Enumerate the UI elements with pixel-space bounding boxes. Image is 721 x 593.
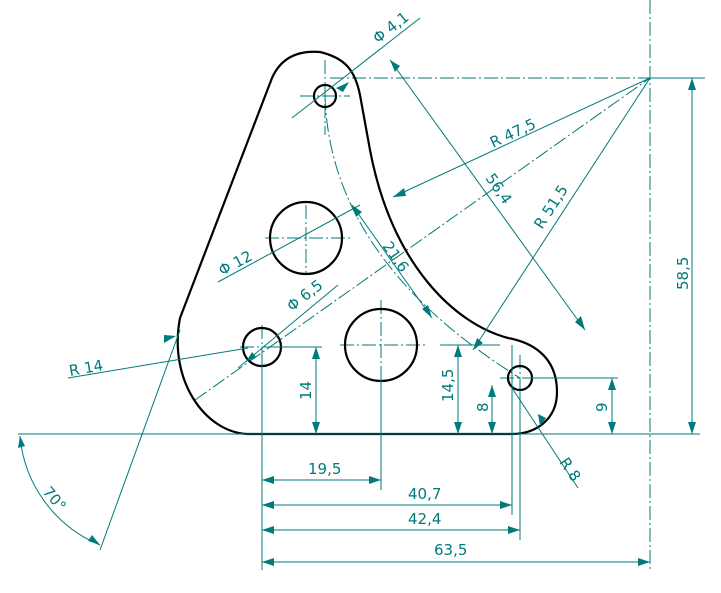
- arrow-r515: [473, 338, 483, 350]
- hole-large: [268, 200, 344, 276]
- arrow-r8: [538, 414, 546, 426]
- label-r-14: R 14: [68, 356, 105, 380]
- arrow-145-bot: [454, 422, 462, 434]
- arrow-407-l: [262, 501, 274, 509]
- arrow-195-r: [369, 476, 381, 484]
- arrow-14-top: [312, 347, 320, 359]
- leader-56-4: [389, 59, 586, 331]
- label-19-5: 19,5: [308, 460, 341, 478]
- arrow-r14: [164, 335, 176, 343]
- arrow-14-bot: [312, 422, 320, 434]
- arrow-635-r: [638, 558, 650, 566]
- arrow-145-top: [454, 345, 462, 357]
- leader-r-51-5: [472, 77, 651, 351]
- label-14-5: 14,5: [439, 369, 457, 402]
- label-70-deg: 70°: [39, 483, 70, 515]
- dimension-lines: [19, 17, 693, 563]
- arrow-195-l: [262, 476, 274, 484]
- arrow-9-bot: [608, 422, 616, 434]
- leader-phi-12: [217, 204, 361, 283]
- arc-axis-r51: [324, 95, 521, 379]
- arrow-9-top: [608, 378, 616, 390]
- arrowheads: [18, 60, 696, 566]
- label-9: 9: [593, 402, 611, 412]
- label-42-4: 42,4: [408, 510, 441, 528]
- dimension-labels: Φ 4,1 Φ 12 Φ 6,5 R 47,5 56,4 R 51,5 21,6…: [39, 8, 692, 559]
- leader-phi-6-5: [237, 284, 339, 369]
- label-r-47-5: R 47,5: [487, 115, 539, 152]
- arrow-585-bot: [688, 422, 696, 434]
- leader-r-8: [511, 387, 579, 489]
- ext-angle-line: [99, 329, 181, 551]
- label-8: 8: [474, 402, 492, 412]
- leader-r-47-5: [392, 77, 651, 198]
- arrow-564-top: [390, 60, 400, 72]
- angle-arc-70: [19, 435, 101, 546]
- label-63-5: 63,5: [434, 541, 467, 559]
- arrow-407-r: [500, 501, 512, 509]
- diagonal-axis-to-corner: [194, 77, 651, 401]
- arrow-216-top: [352, 205, 362, 217]
- part-outline: [176, 50, 559, 436]
- arrow-8-bot: [488, 422, 496, 434]
- label-56-4: 56,4: [482, 170, 516, 208]
- arrow-585-top: [688, 78, 696, 90]
- leader-phi-4-1: [291, 17, 421, 119]
- arrow-564-bot: [575, 316, 585, 330]
- label-14: 14: [297, 381, 315, 400]
- label-phi-12: Φ 12: [215, 247, 255, 280]
- arrow-70-top: [18, 436, 25, 448]
- arrow-635-l: [262, 558, 274, 566]
- arrow-70-bot: [88, 535, 100, 545]
- label-phi-6-5: Φ 6,5: [283, 276, 326, 315]
- extension-lines: [18, 77, 705, 570]
- label-58-5: 58,5: [674, 257, 692, 290]
- arrow-phi41: [336, 82, 349, 92]
- arrow-424-l: [262, 526, 274, 534]
- arrow-r475: [393, 188, 406, 197]
- part-contour: [176, 50, 559, 436]
- leader-21-6: [351, 204, 433, 319]
- leader-r-14: [67, 347, 249, 379]
- arrow-8-top: [488, 385, 496, 397]
- label-21-6: 21,6: [379, 238, 413, 276]
- arrow-216-bot: [422, 305, 432, 318]
- hole-top: [312, 83, 338, 109]
- arrow-424-r: [508, 526, 520, 534]
- label-r-8: R 8: [556, 454, 585, 485]
- label-40-7: 40,7: [408, 485, 441, 503]
- arrow-phi65: [246, 352, 256, 362]
